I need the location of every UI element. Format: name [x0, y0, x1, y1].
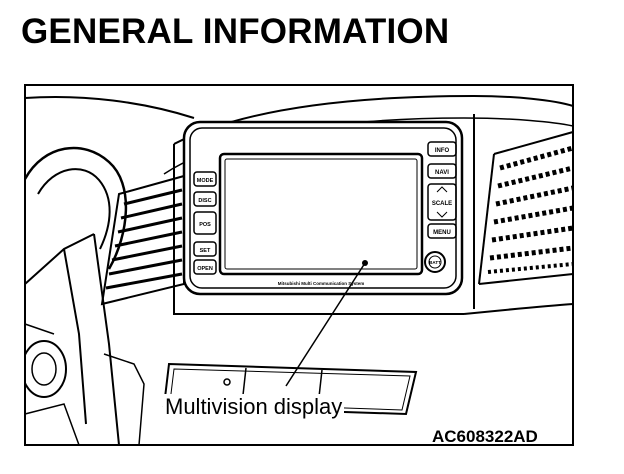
- unit-button-label: OPEN: [197, 266, 213, 272]
- right-air-vent: [478, 131, 574, 285]
- left-button-5: [193, 259, 217, 275]
- unit-button-label: SCALE: [432, 201, 452, 207]
- ignition-knob: [24, 340, 67, 398]
- figure-code: AC608322AD: [432, 427, 538, 446]
- page-title: GENERAL INFORMATION: [21, 12, 450, 51]
- callout-label: Multivision display: [163, 394, 345, 420]
- steering-wheel: [24, 146, 128, 270]
- multivision-unit: MODE DISC POS SET OPEN INFO NAVI SCALE M…: [182, 120, 464, 296]
- unit-button-label: SET: [200, 248, 211, 254]
- right-button-3: [427, 183, 457, 221]
- left-button-1: [193, 171, 217, 187]
- unit-button-label: Mitsubishi Multi Communication System: [278, 281, 365, 286]
- unit-button-label: NAVI: [435, 170, 449, 176]
- right-button-4: [427, 223, 457, 239]
- dash-top-contour: [24, 96, 195, 119]
- unit-button-label: MODE: [197, 178, 214, 184]
- display-screen: [218, 152, 424, 276]
- right-button-1: [427, 141, 457, 157]
- callout-leader: [285, 262, 366, 387]
- left-button-2: [193, 191, 217, 207]
- volume-knob: [424, 251, 446, 273]
- dashboard-illustration: MODE DISC POS SET OPEN INFO NAVI SCALE M…: [24, 84, 574, 446]
- unit-button-label: INFO: [435, 148, 450, 154]
- unit-button-label: DISC: [198, 198, 211, 204]
- left-button-4: [193, 241, 217, 257]
- left-button-3: [193, 211, 217, 235]
- right-button-2: [427, 163, 457, 179]
- unit-button-label: BATT: [429, 260, 441, 265]
- unit-button-label: POS: [199, 222, 211, 228]
- unit-button-label: MENU: [433, 230, 451, 236]
